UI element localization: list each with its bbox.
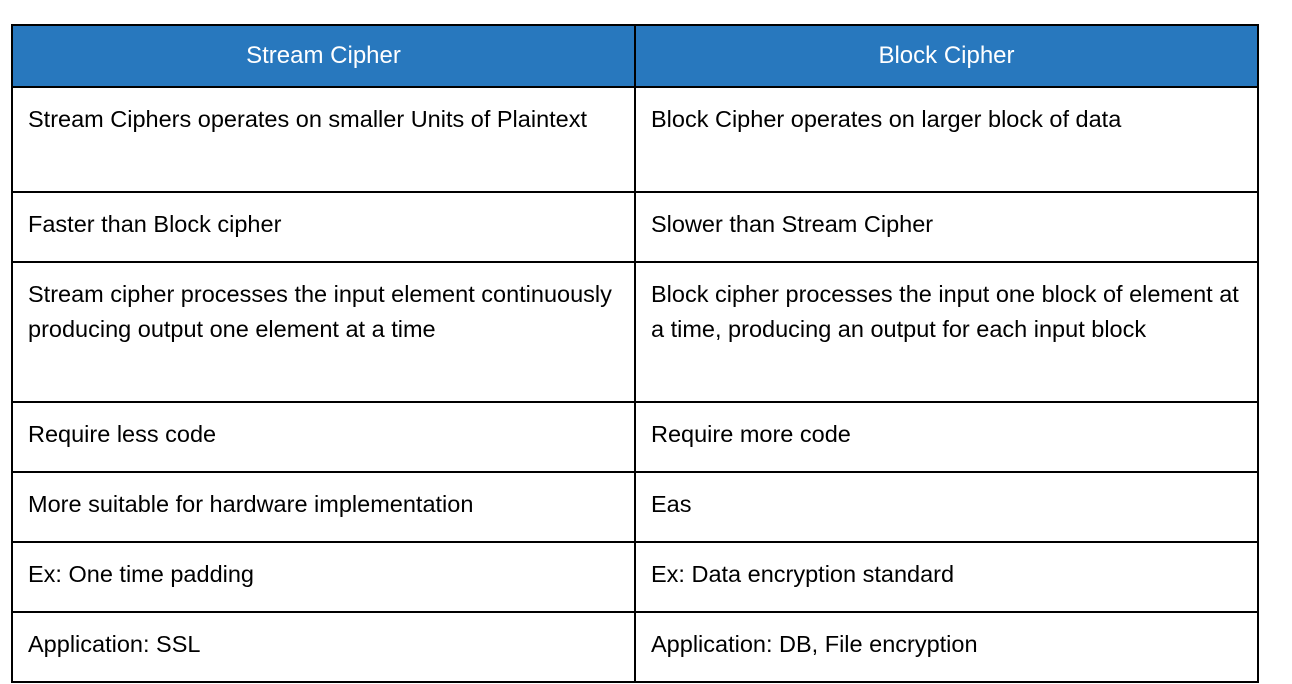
table-row: Faster than Block cipher Slower than Str… xyxy=(11,191,1259,263)
cell-block-processing: Block cipher processes the input one blo… xyxy=(634,261,1259,403)
cell-block-example: Ex: Data encryption standard xyxy=(634,541,1259,613)
table-row: Require less code Require more code xyxy=(11,401,1259,473)
cipher-comparison-table-container: Stream Cipher Block Cipher Stream Cipher… xyxy=(11,24,1259,683)
cell-stream-hardware: More suitable for hardware implementatio… xyxy=(11,471,636,543)
table-row: Stream cipher processes the input elemen… xyxy=(11,261,1259,403)
table-row: More suitable for hardware implementatio… xyxy=(11,471,1259,543)
table-row: Ex: One time padding Ex: Data encryption… xyxy=(11,541,1259,613)
cell-stream-example: Ex: One time padding xyxy=(11,541,636,613)
cell-block-units: Block Cipher operates on larger block of… xyxy=(634,86,1259,193)
cell-stream-processing: Stream cipher processes the input elemen… xyxy=(11,261,636,403)
table-row: Stream Ciphers operates on smaller Units… xyxy=(11,86,1259,193)
cell-block-code: Require more code xyxy=(634,401,1259,473)
column-header-block-cipher: Block Cipher xyxy=(634,24,1259,88)
cipher-comparison-table: Stream Cipher Block Cipher Stream Cipher… xyxy=(11,24,1259,683)
header-row: Stream Cipher Block Cipher xyxy=(11,24,1259,88)
table-row: Application: SSL Application: DB, File e… xyxy=(11,611,1259,683)
cell-stream-speed: Faster than Block cipher xyxy=(11,191,636,263)
cell-stream-units: Stream Ciphers operates on smaller Units… xyxy=(11,86,636,193)
cell-stream-application: Application: SSL xyxy=(11,611,636,683)
cell-block-speed: Slower than Stream Cipher xyxy=(634,191,1259,263)
cell-stream-code: Require less code xyxy=(11,401,636,473)
cell-block-hardware: Eas xyxy=(634,471,1259,543)
column-header-stream-cipher: Stream Cipher xyxy=(11,24,636,88)
cell-block-application: Application: DB, File encryption xyxy=(634,611,1259,683)
